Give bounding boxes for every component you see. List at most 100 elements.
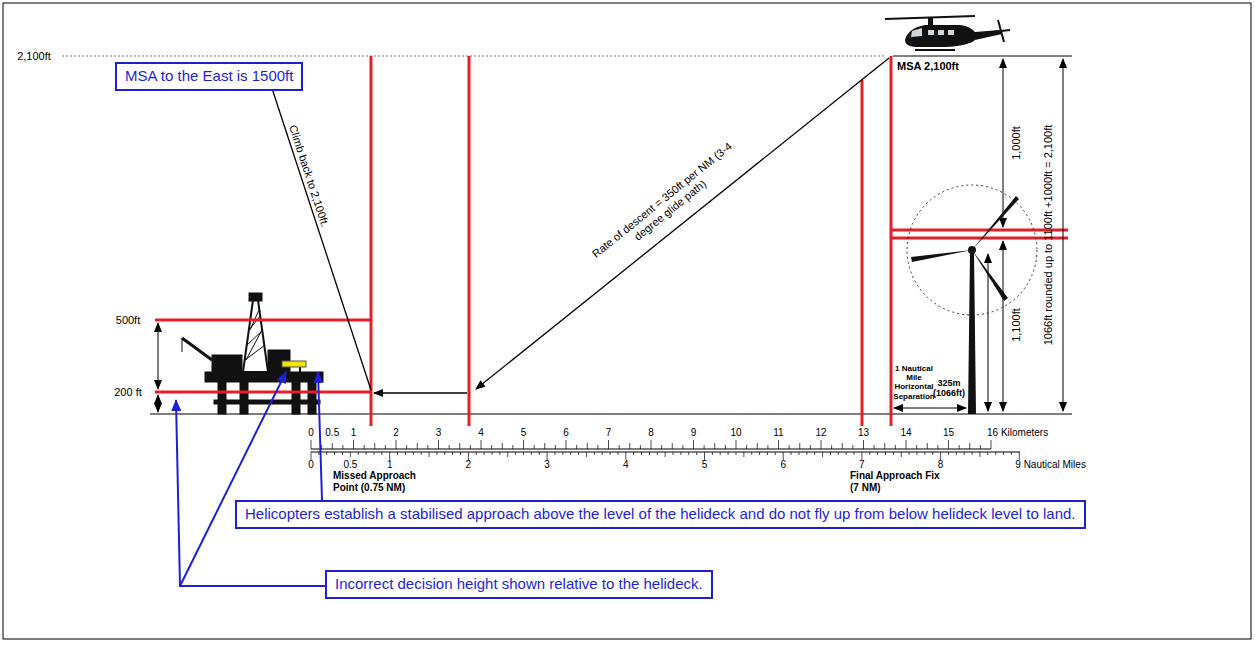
ruler-tick	[885, 452, 886, 455]
ruler-tick	[821, 440, 822, 449]
ruler-tick	[373, 452, 374, 455]
ruler-tick	[406, 445, 407, 449]
ruler-tick	[672, 443, 673, 449]
ruler-tick	[704, 452, 705, 460]
ruler-tick	[884, 443, 885, 449]
ruler-tick	[633, 452, 634, 455]
ruler-tick	[720, 452, 721, 455]
callout-box: MSA to the East is 1500ft	[115, 62, 303, 91]
ruler-tick	[791, 452, 792, 455]
ruler-tick	[916, 445, 917, 449]
oil-rig	[182, 293, 323, 414]
ruler-tick	[555, 445, 556, 449]
ruler-tick	[649, 452, 650, 455]
ruler-tick	[334, 452, 335, 455]
dimension-arrows	[158, 59, 1063, 412]
callout-box: Incorrect decision height shown relative…	[325, 570, 713, 599]
ruler-tick	[714, 443, 715, 449]
ruler-tick	[948, 452, 949, 455]
ruler-tick	[728, 452, 729, 455]
ruler-tick	[311, 452, 312, 460]
ruler-tick	[712, 452, 713, 455]
ruler-tick	[492, 452, 493, 455]
ruler-tick	[544, 443, 545, 449]
km-scale-label: 7	[606, 427, 612, 439]
ruler-tick	[693, 440, 694, 449]
ruler-tick	[499, 452, 500, 455]
ruler-tick	[534, 445, 535, 449]
ruler-tick	[417, 443, 418, 449]
ruler-tick	[629, 443, 630, 449]
diagram-label: MSA 2,100ft	[897, 60, 959, 73]
ruler-tick	[531, 452, 532, 455]
ruler-tick	[696, 452, 697, 455]
ruler-tick	[405, 452, 406, 455]
ruler-tick	[895, 445, 896, 449]
ruler-tick	[665, 452, 666, 457]
ruler-tick	[449, 445, 450, 449]
callout-box: Helicopters establish a stabilised appro…	[235, 500, 1086, 529]
ruler-tick	[704, 445, 705, 449]
frame	[3, 3, 1251, 639]
ruler-tick	[1019, 452, 1020, 460]
ruler-tick	[547, 452, 548, 460]
ruler-tick	[608, 440, 609, 449]
ruler-tick	[956, 452, 957, 455]
sea-level-line	[150, 413, 1072, 414]
diagram-label: 325m (1066ft)	[929, 378, 969, 399]
rotated-dimension-label: 1,000ft	[1010, 126, 1023, 160]
ruler-tick	[759, 452, 760, 455]
ruler-tick	[523, 452, 524, 455]
ruler-tick	[901, 452, 902, 457]
km-scale-label: 0	[308, 427, 314, 439]
ruler-tick	[597, 445, 598, 449]
ruler-tick	[452, 452, 453, 455]
ruler-tick	[570, 452, 571, 455]
ruler-tick	[959, 445, 960, 449]
km-scale-label: 15	[943, 427, 954, 439]
nm-scale-label: 4	[623, 459, 629, 471]
ruler-tick	[366, 452, 367, 455]
km-scale-label: 3	[436, 427, 442, 439]
ruler-tick	[969, 443, 970, 449]
ruler-tick	[413, 452, 414, 455]
ruler-tick	[576, 445, 577, 449]
ruler-tick	[810, 445, 811, 449]
km-scale-label: 5	[521, 427, 527, 439]
callout-leaders	[176, 372, 325, 586]
ruler-tick	[512, 445, 513, 449]
ruler-tick	[838, 452, 839, 455]
ruler-tick	[822, 452, 823, 457]
nm-scale-label: 7	[859, 459, 865, 471]
callout-text: Helicopters establish a stabilised appro…	[245, 505, 1076, 522]
red-limit-lines	[155, 56, 1068, 426]
ruler-tick	[342, 452, 343, 455]
km-scale-label: 0.5	[325, 427, 339, 439]
ruler-tick	[991, 440, 992, 449]
ruler-tick	[940, 452, 941, 460]
ruler-tick	[602, 452, 603, 455]
km-scale-label: 12	[815, 427, 826, 439]
ruler-tick	[979, 452, 980, 457]
ruler-tick	[587, 443, 588, 449]
ruler-tick	[680, 452, 681, 455]
ruler-tick	[932, 452, 933, 455]
ruler-tick	[468, 452, 469, 460]
ruler-tick	[778, 440, 779, 449]
ruler-tick	[854, 452, 855, 455]
ruler-tick	[980, 445, 981, 449]
km-scale-label: 8	[648, 427, 654, 439]
wind-turbine	[907, 185, 1037, 414]
ruler-tick	[459, 443, 460, 449]
ruler-tick	[342, 445, 343, 449]
ruler-tick	[735, 452, 736, 455]
ruler-tick	[353, 440, 354, 449]
ruler-tick	[869, 452, 870, 455]
msa-line	[893, 56, 1072, 57]
ruler-tick	[937, 445, 938, 449]
ruler-tick	[852, 445, 853, 449]
ruler-tick	[661, 445, 662, 449]
ruler-tick	[476, 452, 477, 455]
